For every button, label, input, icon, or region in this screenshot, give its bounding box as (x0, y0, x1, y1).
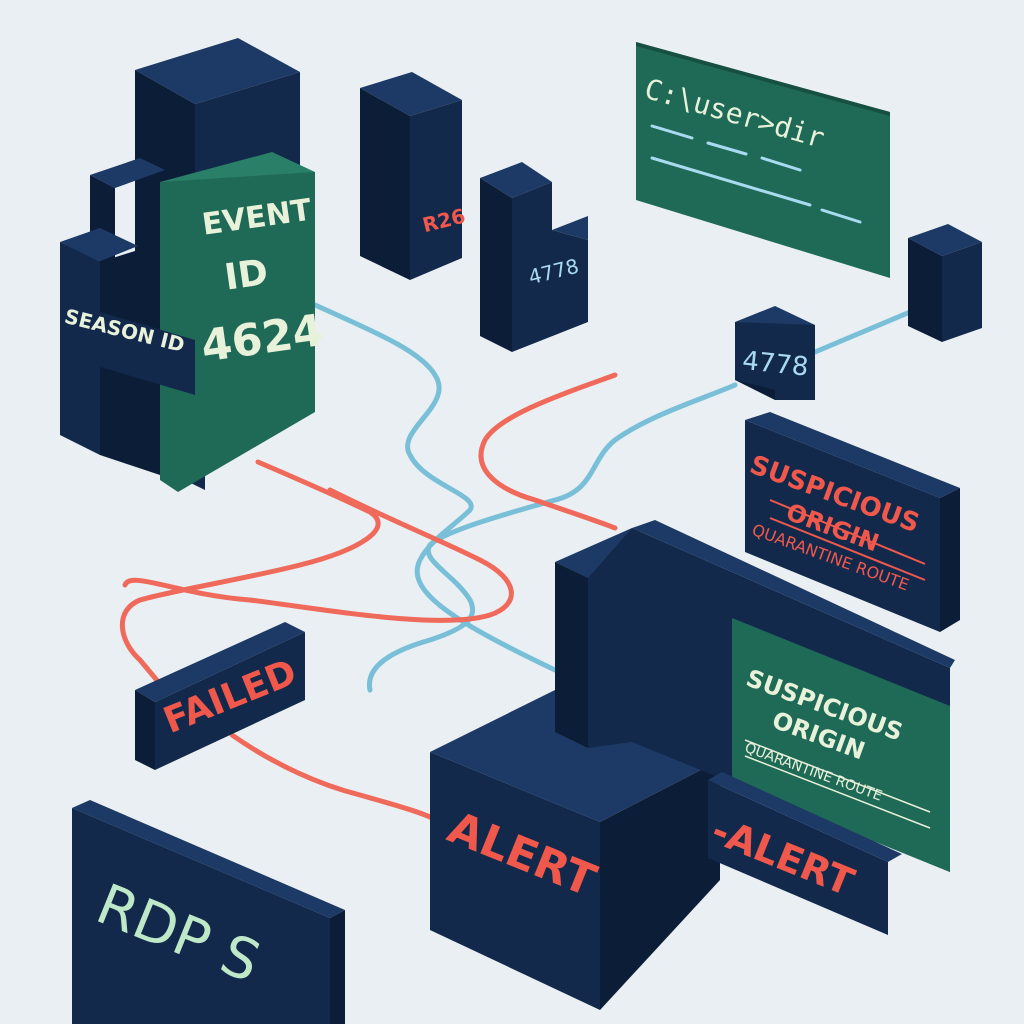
failed-sign (135, 622, 305, 770)
blue-route-lines (312, 302, 913, 693)
node-4778 (735, 306, 815, 400)
terminal-panel (636, 42, 890, 278)
suspicious-sign-top (745, 412, 960, 632)
red-route-c (122, 487, 514, 623)
blue-route-c (812, 309, 913, 355)
terminal-underlines (650, 124, 862, 224)
id-label: ID (222, 251, 271, 299)
event-building (60, 38, 315, 492)
alert-building (430, 520, 955, 1010)
tower-4778 (480, 162, 588, 352)
red-route-b (478, 372, 618, 531)
red-route-d (229, 732, 435, 821)
r26-tower (360, 72, 462, 280)
far-right-node (908, 224, 982, 342)
red-route-a (119, 459, 381, 687)
blue-route-b (367, 382, 738, 693)
red-route-lines (119, 372, 618, 821)
rdp-sign (72, 800, 345, 1024)
blue-route-a (312, 302, 558, 673)
